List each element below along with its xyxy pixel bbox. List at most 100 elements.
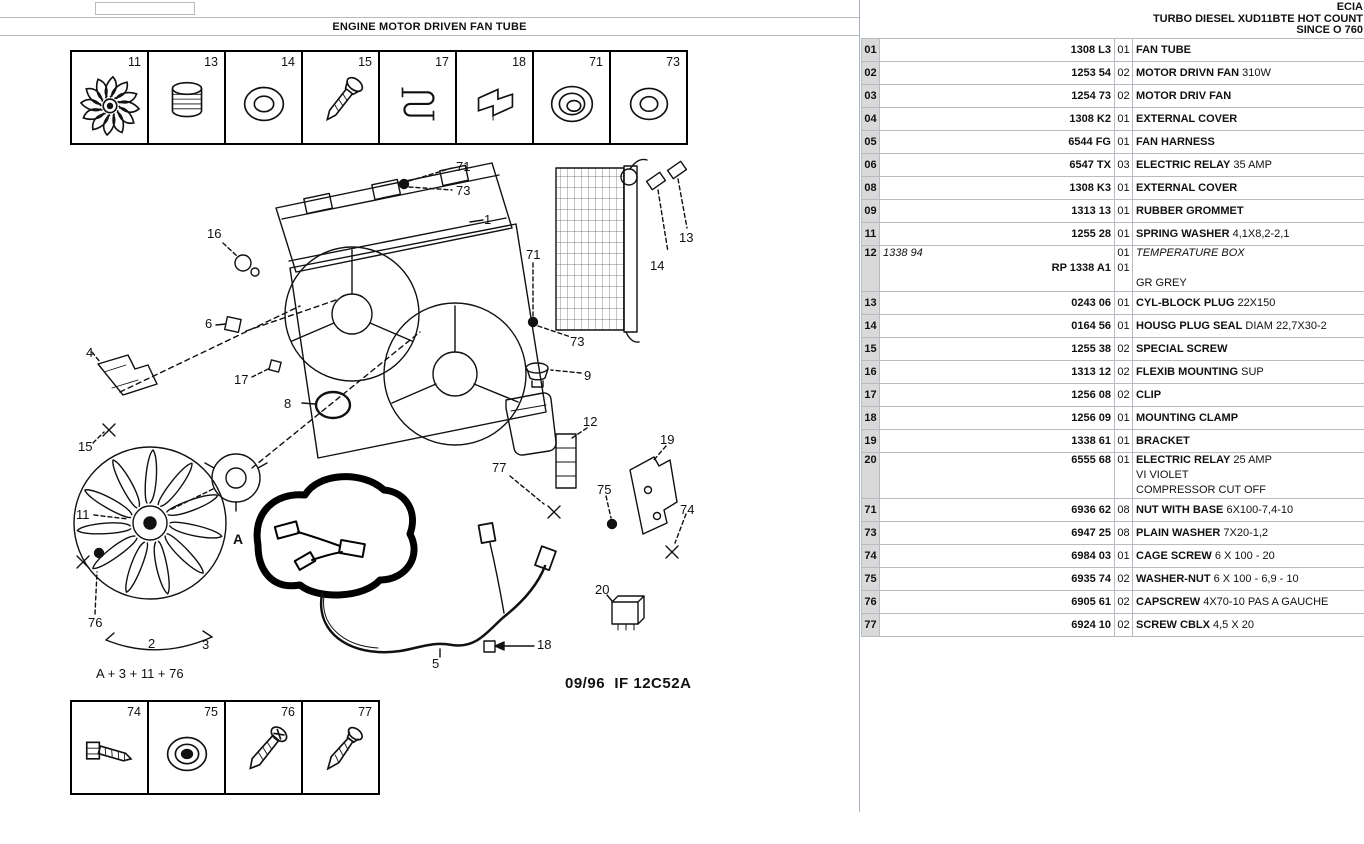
part-name: FLEXIB MOUNTING	[1136, 366, 1239, 378]
ref-cell: 09	[862, 200, 880, 222]
ref-number: 76	[864, 596, 877, 608]
description-cell: SPECIAL SCREW	[1133, 338, 1364, 360]
part-spec: SUP	[1238, 366, 1264, 378]
qty-cell: 01	[1115, 407, 1133, 429]
part-box-76: 76	[224, 700, 303, 795]
clip-17	[251, 359, 282, 378]
description-line: ELECTRIC RELAY 35 AMP	[1136, 154, 1364, 176]
part-spec: 4,1X8,2-2,1	[1229, 228, 1290, 240]
qty-value: 02	[1117, 389, 1130, 401]
part-spec: 6 X 100 - 20	[1211, 550, 1275, 562]
qty-value: 08	[1117, 504, 1130, 516]
description-cell: CLIP	[1133, 384, 1364, 406]
part-box-73: 73	[609, 50, 688, 145]
qty-cell: 01	[1115, 430, 1133, 452]
part-number-cell: 1308 K3	[880, 177, 1115, 199]
part-number-cell: 1338 61	[880, 430, 1115, 452]
ref-number: 74	[864, 550, 877, 562]
ref-cell: 05	[862, 131, 880, 153]
description-cell: FAN TUBE	[1133, 39, 1364, 61]
qty-value: 01	[1117, 44, 1130, 56]
capscrew-icon	[230, 715, 297, 790]
description-line: NUT WITH BASE 6X100-7,4-10	[1136, 499, 1364, 521]
part-number-cell: 0164 56	[880, 315, 1115, 337]
part-name: CLIP	[1136, 389, 1162, 401]
description-cell: CYL-BLOCK PLUG 22X150	[1133, 292, 1364, 314]
fan-shroud	[284, 223, 572, 459]
ref-cell: 03	[862, 85, 880, 107]
qty-value: 01	[1117, 454, 1130, 466]
part-number-cell: 1254 73	[880, 85, 1115, 107]
qty-value	[1115, 276, 1132, 291]
description-line: VI VIOLET	[1136, 468, 1364, 483]
expansion-tank	[505, 392, 557, 456]
part-number-cell: 6905 61	[880, 591, 1115, 613]
part-number-cell: 6947 25	[880, 522, 1115, 544]
qty-cell: 02	[1115, 614, 1133, 636]
part-box-number: 15	[358, 55, 372, 69]
ref-number: 14	[864, 320, 877, 332]
part-spec: COMPRESSOR CUT OFF	[1136, 484, 1266, 496]
special-screw-icon	[307, 65, 374, 140]
part-number-cell: 1256 09	[880, 407, 1115, 429]
ref-number: 08	[864, 182, 877, 194]
washer-ring-icon	[230, 65, 297, 140]
fan-tube-housing	[275, 162, 513, 273]
part-number-cell: 6547 TX	[880, 154, 1115, 176]
part-name: HOUSG PLUG SEAL	[1136, 320, 1243, 332]
qty-value: 02	[1117, 343, 1130, 355]
part-number-cell: 6544 FG	[880, 131, 1115, 153]
part-spec: 6X100-7,4-10	[1223, 504, 1294, 516]
part-box-75: 75	[147, 700, 226, 795]
ref-number: 19	[864, 435, 877, 447]
part-number: 1256 09	[1071, 412, 1111, 424]
grommet-ring-icon	[538, 65, 605, 140]
description-line: FAN TUBE	[1136, 39, 1364, 61]
qty-cell: 01	[1115, 39, 1133, 61]
description-line: FAN HARNESS	[1136, 131, 1364, 153]
ref-number: 77	[864, 619, 877, 631]
qty-value: 01	[1117, 320, 1130, 332]
part-name: FAN TUBE	[1136, 44, 1191, 56]
part-number: 1254 73	[1071, 90, 1111, 102]
qty-cell: 08	[1115, 499, 1133, 521]
ref-number: 15	[864, 343, 877, 355]
description-cell: ELECTRIC RELAY 35 AMP	[1133, 154, 1364, 176]
qty-value: 01	[1117, 412, 1130, 424]
part-box-13: 13	[147, 50, 226, 145]
qty-cell: 01	[1115, 545, 1133, 567]
qty-cell: 01	[1115, 200, 1133, 222]
description-line: GR GREY	[1136, 276, 1364, 291]
ref-cell: 19	[862, 430, 880, 452]
part-box-number: 17	[435, 55, 449, 69]
